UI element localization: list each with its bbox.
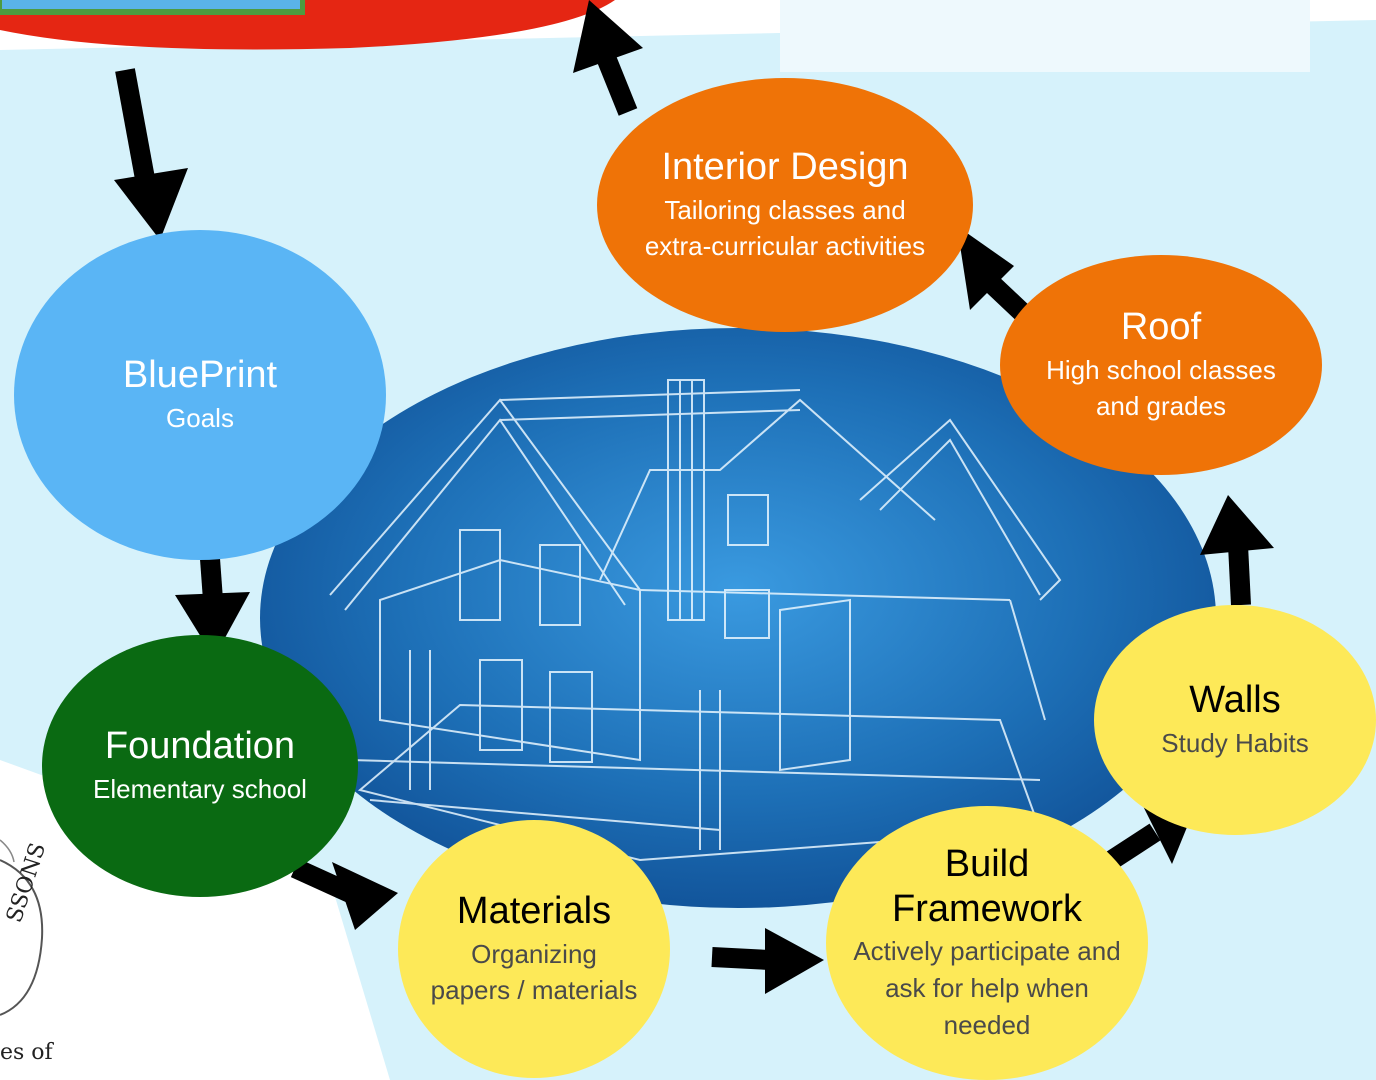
center-blueprint-oval — [260, 328, 1216, 908]
arrow-materials-to-framework — [711, 928, 824, 994]
partial-logo — [0, 839, 44, 1016]
arrow-foundation-to-materials — [290, 858, 398, 930]
node-interior-design-title: Interior Design — [661, 145, 909, 188]
top-right-haze — [780, 0, 1310, 72]
node-roof: Roof High school classes and grades — [1000, 255, 1322, 475]
top-banner — [0, 0, 615, 50]
node-roof-subtitle: High school classes and grades — [1046, 354, 1276, 422]
node-build-framework-subtitle: Actively participate and ask for help wh… — [853, 936, 1121, 1041]
house-wireframe-illustration — [329, 379, 1062, 862]
node-blueprint-title: BluePrint — [122, 354, 278, 397]
node-materials-subtitle: Organizing papers / materials — [430, 938, 638, 1006]
node-materials-title: Materials — [456, 889, 612, 932]
node-walls-title: Walls — [1189, 679, 1281, 722]
node-roof-title: Roof — [1120, 305, 1202, 348]
node-blueprint: BluePrint Goals — [14, 230, 386, 560]
node-walls: Walls Study Habits — [1094, 605, 1376, 835]
node-interior-design-subtitle: Tailoring classes and extra-curricular a… — [644, 194, 926, 262]
arrow-interior-to-banner — [573, 0, 643, 116]
arrow-walls-to-roof — [1200, 495, 1274, 606]
logo-bottom-text: es of — [0, 1040, 53, 1065]
node-foundation-title: Foundation — [104, 725, 296, 768]
node-blueprint-subtitle: Goals — [166, 402, 234, 433]
arrow-banner-to-blueprint — [114, 68, 188, 240]
node-foundation: Foundation Elementary school — [42, 635, 358, 897]
node-interior-design: Interior Design Tailoring classes and ex… — [597, 78, 973, 332]
node-build-framework-title: Build Framework — [891, 842, 1083, 930]
node-build-framework: Build Framework Actively participate and… — [826, 806, 1148, 1080]
node-walls-subtitle: Study Habits — [1161, 727, 1309, 758]
node-foundation-subtitle: Elementary school — [93, 773, 307, 804]
node-materials: Materials Organizing papers / materials — [398, 820, 670, 1078]
